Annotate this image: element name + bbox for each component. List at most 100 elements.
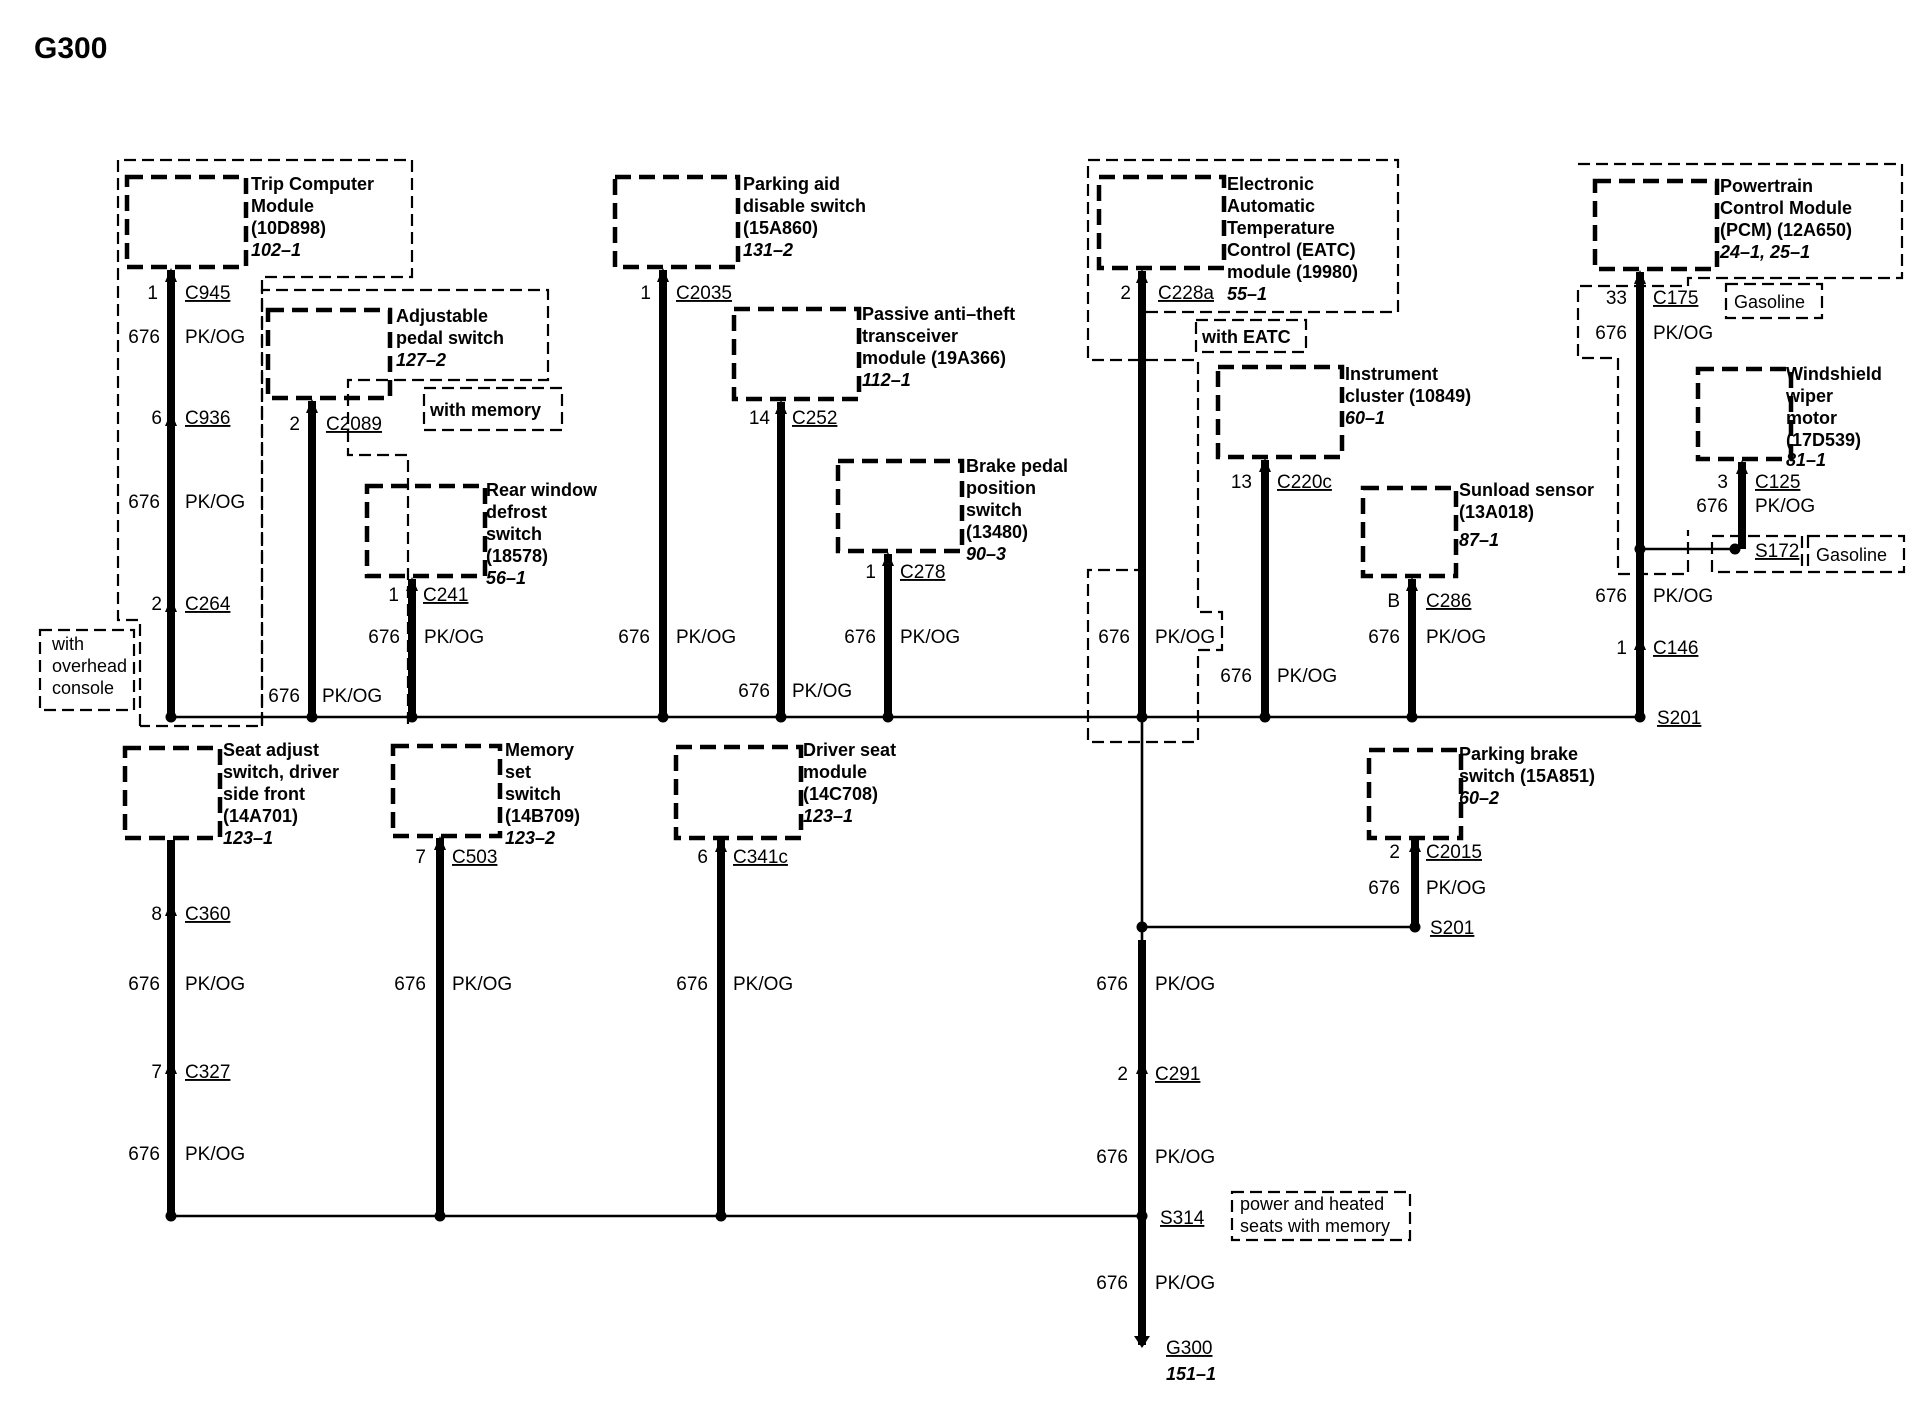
wire-color: PK/OG [676, 627, 736, 648]
wire-color: PK/OG [185, 327, 245, 348]
connector-label: C936 [185, 408, 230, 429]
circuit-number: 676 [1098, 627, 1130, 648]
note-gasoline-1: Gasoline [1734, 292, 1805, 312]
ground-label: G300 [1166, 1338, 1212, 1359]
connector-label: C264 [185, 594, 231, 615]
wire-color: PK/OG [424, 627, 484, 648]
driver-seat-label: Driver seat module (14C708) [803, 740, 901, 804]
pin-label: 2 [1120, 283, 1131, 304]
pin-label: B [1387, 591, 1400, 612]
connector-label: C360 [185, 904, 230, 925]
circuit-number: 676 [128, 1144, 160, 1165]
wire-color: PK/OG [452, 974, 512, 995]
page-title: G300 [34, 32, 107, 65]
note-gasoline-2: Gasoline [1816, 545, 1887, 565]
wire-color: PK/OG [900, 627, 960, 648]
wire-color: PK/OG [1653, 586, 1713, 607]
connector-label: C2089 [326, 414, 382, 435]
pcm-label: Powertrain Control Module (PCM) (12A650) [1720, 176, 1857, 240]
connector-label: C291 [1155, 1064, 1200, 1085]
circuit-number: 676 [1595, 323, 1627, 344]
pin-label: 6 [697, 847, 708, 868]
s172-enclosure [1710, 534, 1804, 574]
instrument-cluster-label: Instrument cluster (10849) [1345, 364, 1471, 406]
note-gasoline-2-box [1806, 534, 1906, 574]
circuit-number: 676 [1096, 1147, 1128, 1168]
pcm-box [1592, 178, 1720, 272]
trip-computer-label: Trip Computer Module (10D898) [251, 174, 379, 238]
connector-label: C252 [792, 408, 837, 429]
rear-window-defrost-box [364, 483, 488, 579]
pats-label: Passive anti–theft transceiver module (1… [862, 304, 1020, 368]
trip-computer-box [124, 174, 249, 270]
wire-color: PK/OG [322, 686, 382, 707]
connector-label: C146 [1653, 638, 1698, 659]
connector-label: C503 [452, 847, 497, 868]
pin-label: 13 [1231, 472, 1252, 493]
pin-label: 2 [151, 594, 162, 615]
pin-label: 1 [1616, 638, 1627, 659]
connector-arrows [165, 268, 1748, 1348]
wire-color: PK/OG [1155, 1147, 1215, 1168]
circuit-number: 676 [128, 492, 160, 513]
connector-label: C2035 [676, 283, 732, 304]
parking-brake-box [1366, 747, 1464, 841]
splice-dots [165, 543, 1741, 1222]
circuit-number: 676 [128, 974, 160, 995]
wire-color: PK/OG [185, 974, 245, 995]
memory-set-label: Memory set switch (14B709) [505, 740, 580, 826]
splice-s172: S172 [1755, 541, 1799, 562]
pin-label: 1 [640, 283, 651, 304]
circuit-number: 676 [844, 627, 876, 648]
circuit-number: 676 [368, 627, 400, 648]
parking-brake-label: Parking brake switch (15A851) [1459, 744, 1595, 786]
trip-computer-ref: 102–1 [251, 240, 301, 260]
note-power-heated-seats-box [1230, 1190, 1412, 1242]
zone-adjustable-pedal [260, 288, 550, 726]
parking-aid-label: Parking aid disable switch (15A860) [743, 174, 871, 238]
seat-adjust-label: Seat adjust switch, driver side front (1… [223, 740, 344, 826]
pin-label: 7 [415, 847, 426, 868]
circuit-number: 676 [1595, 586, 1627, 607]
note-overhead-console: with overhead console [51, 634, 132, 698]
wire-color: PK/OG [1155, 1273, 1215, 1294]
sunload-label: Sunload sensor (13A018) [1459, 480, 1599, 522]
splice-s201-top: S201 [1657, 708, 1701, 729]
connector-label: C278 [900, 562, 945, 583]
connector-label: C327 [185, 1062, 230, 1083]
connector-label: C341c [733, 847, 788, 868]
parking-aid-ref: 131–2 [743, 240, 793, 260]
connector-label: C945 [185, 283, 230, 304]
pin-label: 2 [1389, 842, 1400, 863]
adjustable-pedal-ref: 127–2 [396, 350, 446, 370]
pin-label: 1 [865, 562, 876, 583]
seat-adjust-box [122, 745, 223, 841]
wire-color: PK/OG [185, 492, 245, 513]
note-with-memory: with memory [429, 400, 541, 420]
pin-label: 33 [1606, 288, 1627, 309]
rear-window-defrost-label: Rear window defrost switch (18578) [486, 480, 602, 566]
parking-brake-ref: 60–2 [1459, 788, 1499, 808]
memory-set-ref: 123–2 [505, 828, 555, 848]
pin-label: 8 [151, 904, 162, 925]
connector-label: C286 [1426, 591, 1471, 612]
wiper-label: Windshield wiper motor (17D539) [1785, 364, 1887, 450]
pats-ref: 112–1 [862, 370, 911, 390]
sunload-box [1360, 485, 1459, 579]
pins-and-connectors: 1 C945 6 C936 2 C264 2 C2089 1 C241 1 C2… [147, 283, 1800, 1085]
circuit-number: 676 [394, 974, 426, 995]
brake-pedal-ref: 90–3 [966, 544, 1006, 564]
driver-seat-box [673, 744, 804, 841]
circuit-number: 676 [1096, 1273, 1128, 1294]
sunload-ref: 87–1 [1459, 530, 1499, 550]
instrument-cluster-box [1215, 364, 1345, 460]
ground-ref: 151–1 [1166, 1364, 1216, 1384]
rear-window-defrost-ref: 56–1 [486, 568, 526, 588]
connector-label: C228a [1158, 283, 1214, 304]
pin-label: 1 [147, 283, 158, 304]
circuit-number: 676 [738, 681, 770, 702]
wire-color: PK/OG [185, 1144, 245, 1165]
pin-label: 14 [749, 408, 771, 429]
adjustable-pedal-label: Adjustable pedal switch [396, 306, 504, 348]
parking-aid-box [612, 174, 741, 270]
